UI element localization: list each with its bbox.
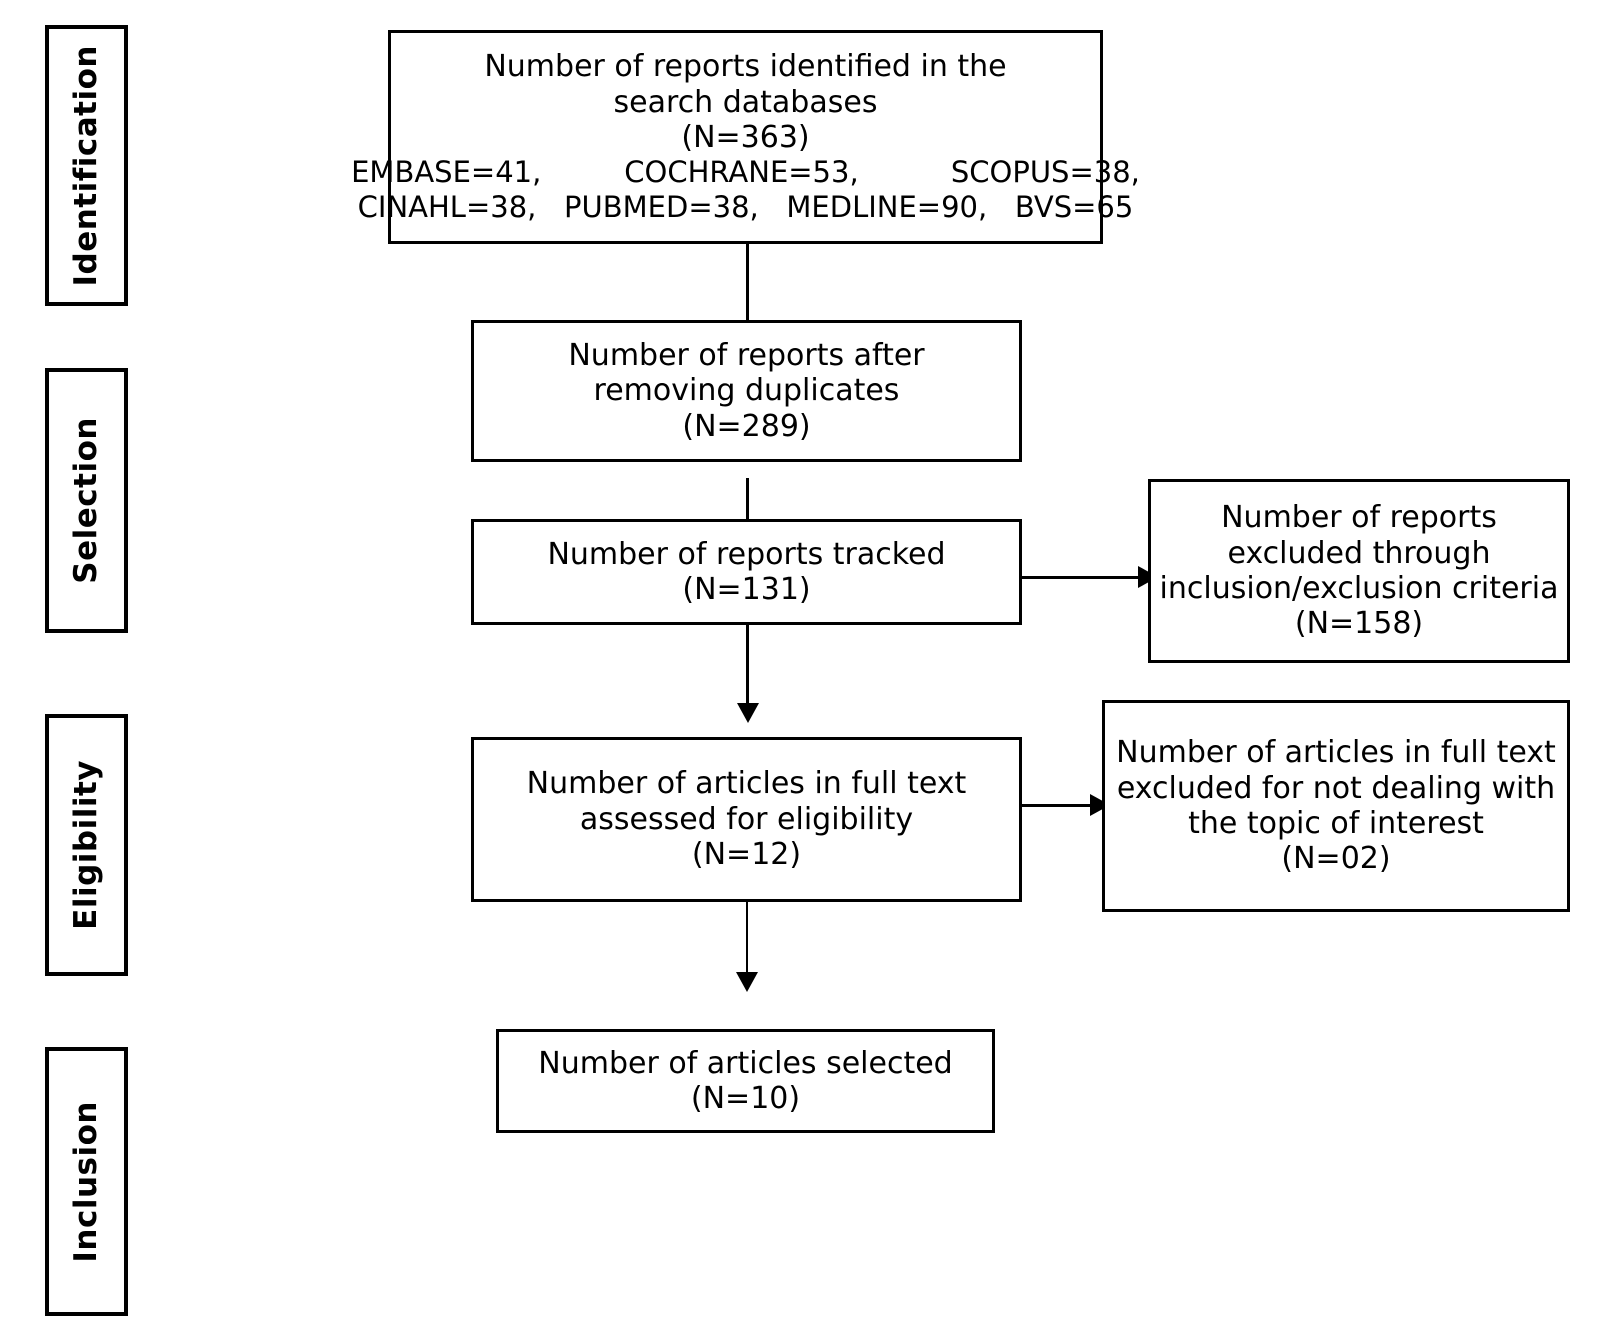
box-reports-identified-line1: Number of reports identified in the [484,49,1007,85]
box-reports-excluded-criteria-count: (N=158) [1294,606,1424,642]
phase-label-identification: Identification [68,44,104,287]
arrowhead-fulltext-to-selected [736,972,758,992]
phase-label-selection: Selection [68,417,104,584]
box-reports-identified-count: (N=363) [681,119,810,155]
phase-label-eligibility: Eligibility [68,760,104,930]
phase-box-selection: Selection [45,368,128,633]
box-fulltext-assessed-count: (N=12) [691,837,802,873]
box-reports-after-duplicates-line2: removing duplicates [593,373,900,409]
phase-label-inclusion: Inclusion [68,1100,104,1263]
box-fulltext-assessed-line2: assessed for eligibility [579,801,914,837]
box-reports-excluded-criteria-line2: excluded through [1227,535,1491,571]
box-articles-selected: Number of articles selected (N=10) [496,1029,995,1133]
box-reports-excluded-criteria-line3: inclusion/exclusion criteria [1159,571,1559,606]
box-reports-identified-line2: search databases [613,84,878,120]
box-fulltext-excluded-topic-count: (N=02) [1281,841,1391,877]
phase-box-identification: Identification [45,25,128,306]
box-reports-tracked-line1: Number of reports tracked [547,536,946,572]
box-reports-after-duplicates-count: (N=289) [682,408,811,444]
box-reports-identified-databases-row1: EMBASE=41, COCHRANE=53, SCOPUS=38, [351,155,1140,190]
box-reports-excluded-criteria-line1: Number of reports [1221,500,1497,536]
phase-box-inclusion: Inclusion [45,1047,128,1316]
box-reports-after-duplicates-line1: Number of reports after [568,337,925,373]
box-reports-tracked: Number of reports tracked (N=131) [471,519,1022,625]
box-reports-tracked-count: (N=131) [682,572,811,607]
connector-identified-to-deduplicated [746,244,749,321]
box-reports-identified: Number of reports identified in the sear… [351,30,1140,244]
connector-deduplicated-to-tracked [746,478,749,520]
box-fulltext-excluded-topic-line1: Number of articles in full text [1116,735,1556,771]
box-fulltext-assessed: Number of articles in full text assessed… [471,737,1022,902]
phase-box-eligibility: Eligibility [45,714,128,976]
box-fulltext-excluded-topic-line3: the topic of interest [1188,806,1484,841]
box-reports-identified-databases-row2: CINAHL=38, PUBMED=38, MEDLINE=90, BVS=65 [357,190,1134,225]
connector-fulltext-to-excluded-topic [1022,804,1092,807]
box-articles-selected-line1: Number of articles selected [538,1045,953,1081]
connector-tracked-to-fulltext [746,625,749,707]
box-fulltext-excluded-topic-line2: excluded for not dealing with [1116,770,1556,806]
box-reports-after-duplicates: Number of reports after removing duplica… [471,320,1022,462]
box-fulltext-assessed-line1: Number of articles in full text [526,766,967,802]
connector-tracked-to-excluded-criteria [1022,576,1140,579]
arrowhead-tracked-to-fulltext [737,703,759,723]
connector-fulltext-to-selected [746,902,748,979]
box-reports-excluded-criteria: Number of reports excluded through inclu… [1148,479,1570,663]
box-fulltext-excluded-topic: Number of articles in full text excluded… [1102,700,1570,912]
box-articles-selected-count: (N=10) [690,1081,801,1116]
